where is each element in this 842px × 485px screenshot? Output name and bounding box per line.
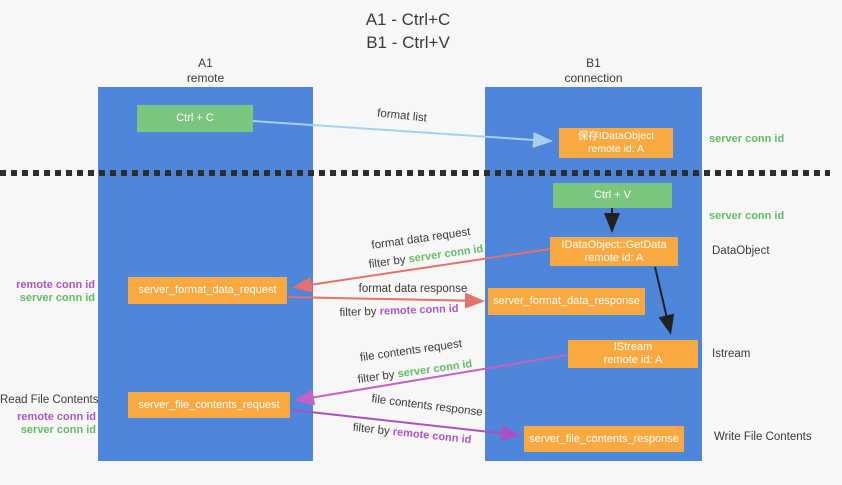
arrow-label-file-contents-request: file contents request — [359, 337, 463, 365]
annotation-istream: Istream — [712, 348, 751, 360]
arrow-format-data-response — [287, 292, 485, 309]
node-ctrl-v-label: Ctrl + V — [594, 189, 631, 201]
lane-a1-role: remote — [186, 71, 225, 85]
lane-header-b1: B1 connection — [485, 56, 702, 86]
node-server-file-contents-response: server_file_contents_response — [524, 426, 684, 452]
node-istream: IStream remote id: A — [568, 340, 698, 368]
lane-b1-role: connection — [564, 71, 623, 85]
dotted-separator-line — [0, 170, 830, 176]
node-save-idataobject-title: 保存IDataObject — [577, 130, 655, 142]
lane-b1-name: B1 — [586, 56, 601, 70]
annotation-server-conn-id-mid: server conn id — [709, 210, 785, 222]
node-server-file-contents-request: server_file_contents_request — [128, 392, 290, 418]
arrow-label-file-contents-response: file contents response — [370, 393, 484, 419]
annotation-read-file-contents: Read File Contents — [0, 394, 99, 406]
annotation-write-file-contents: Write File Contents — [714, 431, 812, 443]
annotation-dataobject: DataObject — [712, 245, 770, 257]
node-server-format-data-response-label: server_format_data_response — [493, 295, 640, 307]
filter-by-text: filter by — [367, 253, 407, 271]
server-conn-id-text: server conn id — [396, 358, 474, 381]
lane-a1-name: A1 — [198, 56, 213, 70]
node-idataobject-getdata-subtitle: remote id: A — [584, 251, 644, 264]
diagram-title: A1 - Ctrl+C B1 - Ctrl+V — [318, 8, 498, 54]
remote-conn-id-text: remote conn id — [379, 302, 459, 318]
node-ctrl-c: Ctrl + C — [137, 105, 253, 132]
node-server-format-data-request-label: server_format_data_request — [138, 284, 277, 296]
node-idataobject-getdata-title: IDataObject::GetData — [561, 238, 667, 251]
remote-conn-id-text: remote conn id — [392, 426, 472, 447]
annotation-conn-ids-left: remote conn id server conn id — [0, 279, 95, 305]
annotation-server-conn-id-top: server conn id — [709, 133, 785, 145]
filter-by-text: filter by — [352, 421, 391, 438]
title-line-1: A1 - Ctrl+C — [365, 10, 451, 29]
annotation-server-conn-id-left: server conn id — [19, 292, 95, 304]
node-server-format-data-request: server_format_data_request — [128, 277, 287, 304]
annotation-conn-ids-left-bottom: remote conn id server conn id — [0, 411, 96, 437]
annotation-remote-conn-id-left-bottom: remote conn id — [17, 411, 96, 423]
node-save-idataobject: 保存IDataObject remote id: A — [559, 128, 673, 158]
node-server-file-contents-response-label: server_file_contents_response — [529, 432, 679, 445]
server-conn-id-text: server conn id — [407, 243, 485, 266]
node-server-file-contents-request-label: server_file_contents_request — [138, 398, 280, 411]
annotation-server-conn-id-left-bottom: server conn id — [20, 424, 96, 436]
arrow-label-format-list: format list — [376, 107, 428, 125]
annotation-remote-conn-id-left: remote conn id — [16, 279, 95, 291]
arrow-label-filter-remote-conn-bottom: filter by remote conn id — [352, 422, 472, 446]
arrow-label-format-data-response: format data response — [358, 283, 468, 295]
node-ctrl-c-label: Ctrl + C — [176, 112, 214, 124]
arrow-label-filter-remote-conn-mid: filter by remote conn id — [339, 303, 458, 319]
title-line-2: B1 - Ctrl+V — [366, 33, 450, 52]
node-server-format-data-response: server_format_data_response — [488, 288, 645, 315]
node-idataobject-getdata: IDataObject::GetData remote id: A — [550, 237, 678, 266]
filter-by-text: filter by — [356, 368, 396, 386]
filter-by-text: filter by — [339, 305, 377, 320]
node-istream-title: IStream — [613, 341, 653, 353]
lane-header-a1: A1 remote — [98, 56, 313, 86]
node-ctrl-v: Ctrl + V — [553, 183, 672, 208]
node-save-idataobject-subtitle: remote id: A — [587, 143, 645, 155]
node-istream-subtitle: remote id: A — [603, 354, 663, 366]
